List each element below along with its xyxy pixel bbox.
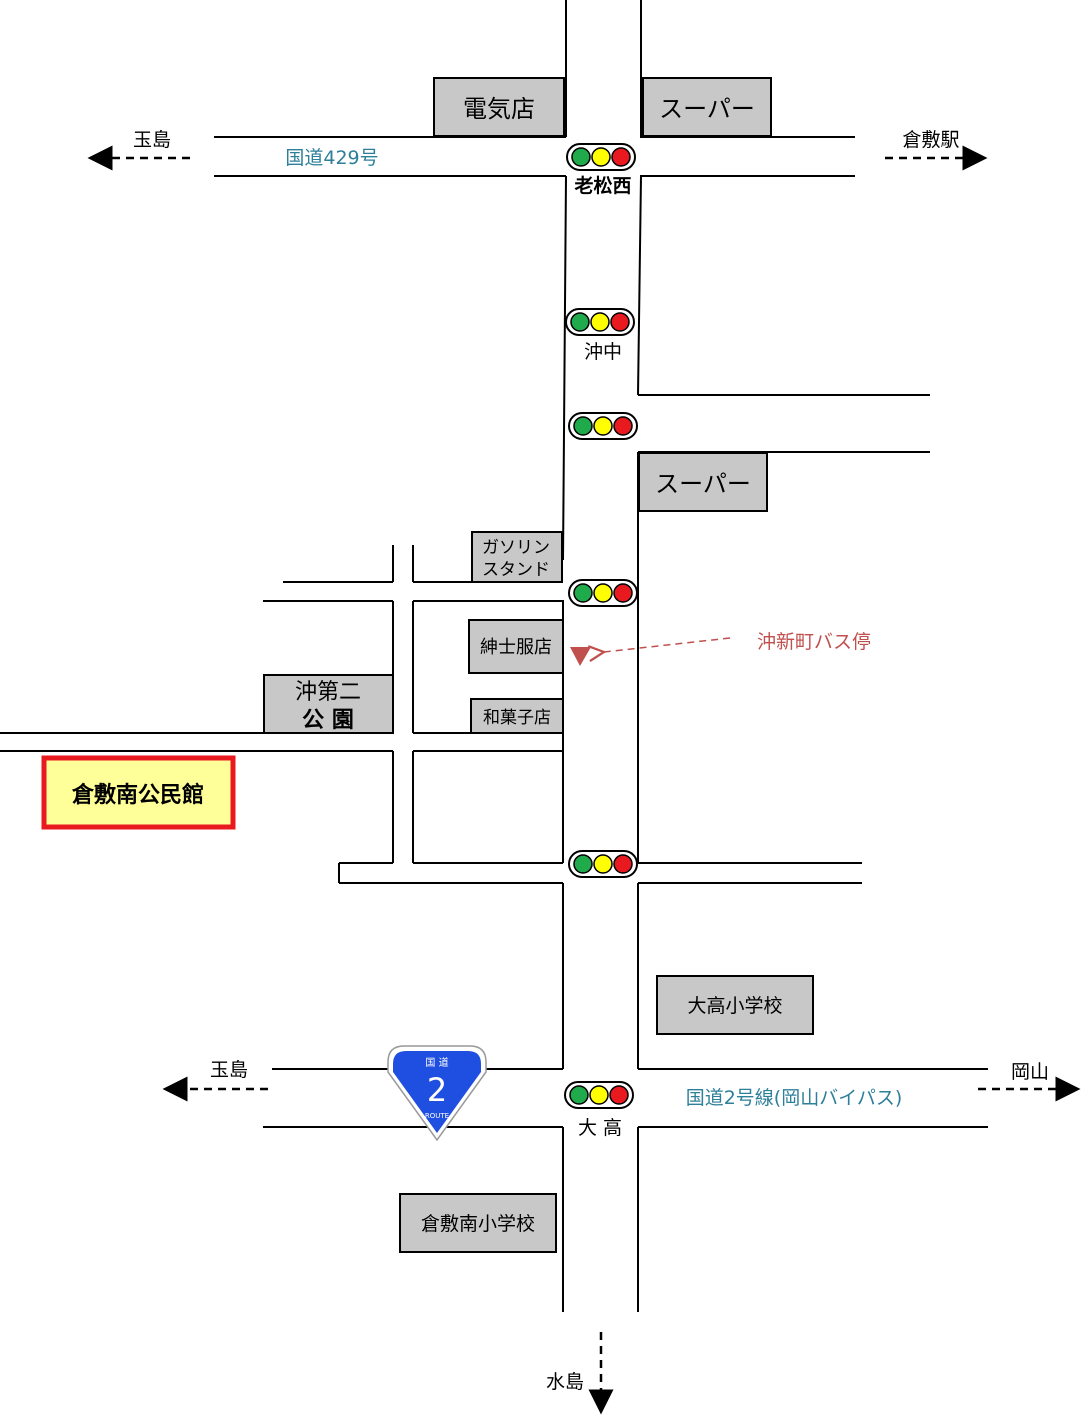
super-top-label: スーパー [659,95,755,123]
traffic-signal-icon [568,850,638,878]
shinshi-building [468,619,564,674]
direction-label-kurashiki-eki: 倉敷駅 [902,129,959,151]
park-label-1: 沖第二 [295,680,361,705]
super-top-building [642,77,772,137]
destination-box [41,755,236,830]
gasoline-label-1: ガソリン [482,538,550,558]
roads [0,0,988,1312]
route-shield-bottom: ROUTE [425,1112,449,1120]
park-label-2: 公 園 [302,708,354,733]
direction-label-okayama: 岡山 [1011,1061,1049,1083]
kurashikiminami-school-building [399,1193,557,1253]
direction-arrows [87,145,1081,1415]
denkiten-label: 電気店 [463,95,535,123]
traffic-signal-icon [564,1081,634,1109]
traffic-signal-icon [568,412,638,440]
gasoline-label-2: スタンド [482,560,550,580]
route-2-shield-icon: 国 道 2 ROUTE [387,1045,487,1142]
shinshi-label: 紳士服店 [480,637,552,658]
denkiten-building [433,77,565,137]
bus-stop: 沖新町バス停 [570,631,871,666]
road-label-route429: 国道429号 [285,147,378,169]
signal-label-okinaka: 沖中 [584,341,622,363]
traffic-signal-icon [568,579,638,607]
destination-label: 倉敷南公民館 [71,782,204,808]
traffic-signals: 老松西 沖中 大 高 [564,143,638,1139]
signal-label-oimatsu-nishi: 老松西 [574,174,631,197]
road-label-route2: 国道2号線(岡山バイパス) [686,1087,903,1109]
bus-stop-marker-icon [570,647,591,666]
direction-label-tamashima-bottom: 玉島 [210,1059,248,1081]
route-shield-top: 国 道 [425,1056,448,1069]
bus-stop-label: 沖新町バス停 [757,631,871,653]
wagashi-label: 和菓子店 [483,708,551,728]
direction-label-tamashima-top: 玉島 [133,129,171,151]
destination-highlight: 倉敷南公民館 [41,755,236,830]
otaka-school-label: 大高小学校 [687,995,782,1017]
super-mid-label: スーパー [655,470,751,498]
route-shield-number: 2 [427,1071,447,1109]
otaka-school-building [656,975,814,1035]
kurashikiminami-school-label: 倉敷南小学校 [421,1213,535,1235]
park-building [263,674,394,734]
traffic-signal-icon [566,143,636,171]
buildings: 電気店 スーパー スーパー ガソリン スタンド 紳士服店 和菓子店 沖第二 公 … [263,77,814,1253]
signal-label-otaka: 大 高 [578,1117,622,1139]
direction-label-mizushima: 水島 [546,1371,584,1393]
gasoline-building [471,531,563,583]
super-mid-building [638,452,768,512]
wagashi-building [470,698,564,734]
traffic-signal-icon [565,308,635,336]
